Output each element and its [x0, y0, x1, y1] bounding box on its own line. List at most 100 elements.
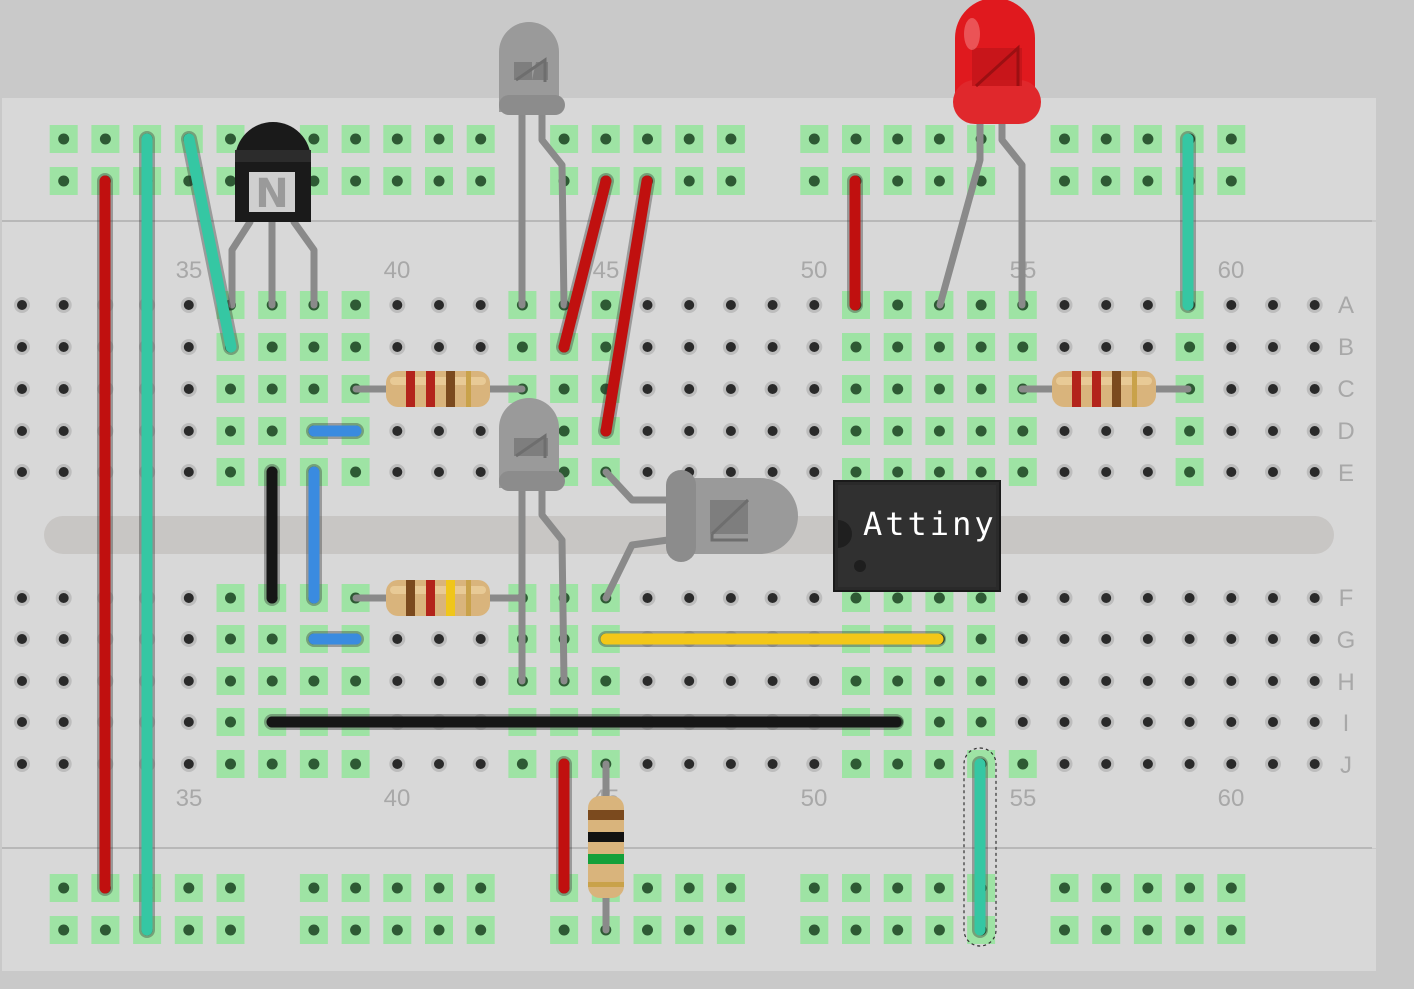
terminal-hole — [767, 300, 778, 310]
rail-hole — [808, 133, 820, 145]
resistor-r3[interactable] — [386, 580, 490, 616]
terminal-hole — [58, 342, 69, 352]
row-label: E — [1338, 460, 1354, 487]
terminal-hole — [850, 592, 862, 604]
terminal-hole — [434, 300, 444, 310]
rail-hole — [725, 175, 737, 187]
rail-hole — [58, 133, 70, 145]
npn-transistor[interactable]: N — [235, 122, 311, 222]
rail-hole — [183, 924, 195, 936]
terminal-hole — [809, 593, 820, 603]
rail-hole — [683, 175, 695, 187]
terminal-hole — [850, 675, 862, 687]
terminal-hole — [600, 341, 612, 353]
rail-hole — [308, 133, 320, 145]
resistor-band — [406, 371, 415, 407]
terminal-hole — [17, 759, 27, 769]
terminal-hole — [975, 633, 987, 645]
resistor-band — [1092, 371, 1101, 407]
terminal-hole — [1017, 341, 1029, 353]
rail-hole — [808, 175, 820, 187]
terminal-hole — [1309, 717, 1320, 727]
rail-hole — [933, 882, 945, 894]
terminal-hole — [892, 466, 904, 478]
terminal-hole — [892, 383, 904, 395]
grey-led-top[interactable] — [499, 22, 565, 115]
terminal-hole — [350, 341, 362, 353]
transistor-flat — [235, 150, 311, 162]
transistor-badge — [249, 172, 295, 212]
column-label: 50 — [801, 257, 828, 284]
rail-hole — [1225, 175, 1237, 187]
terminal-hole — [1268, 676, 1278, 686]
terminal-hole — [475, 467, 486, 477]
terminal-hole — [1101, 634, 1112, 644]
terminal-hole — [933, 425, 945, 437]
resistor-band — [588, 810, 624, 820]
leds — [499, 0, 1041, 562]
terminal-hole — [266, 633, 278, 645]
terminal-hole — [1142, 300, 1153, 310]
terminal-hole — [516, 758, 528, 770]
attiny-ic[interactable]: Attiny — [833, 480, 1001, 592]
terminal-hole — [1226, 426, 1237, 436]
terminal-hole — [725, 676, 736, 686]
grey-led-sideways[interactable] — [666, 470, 798, 562]
terminal-hole — [434, 676, 444, 686]
rail-hole — [850, 924, 862, 936]
ic-notch — [838, 520, 852, 548]
terminal-hole — [684, 300, 695, 310]
terminal-hole — [600, 675, 612, 687]
resistor-tolerance-band — [466, 580, 471, 616]
terminal-hole — [308, 341, 320, 353]
terminal-hole — [1226, 300, 1237, 310]
terminal-hole — [1268, 759, 1278, 769]
grey-led-middle[interactable] — [499, 398, 565, 491]
terminal-hole — [892, 675, 904, 687]
column-label: 50 — [801, 785, 828, 812]
resistor-r4[interactable] — [588, 796, 624, 898]
terminal-hole — [1017, 634, 1028, 644]
terminal-hole — [892, 299, 904, 311]
terminal-hole — [975, 716, 987, 728]
terminal-hole — [475, 676, 486, 686]
rail-hole — [1100, 882, 1112, 894]
terminal-hole — [225, 425, 236, 437]
terminal-hole — [58, 426, 69, 436]
rail-hole — [850, 133, 862, 145]
row-label: C — [1337, 376, 1354, 403]
red-wire — [600, 175, 653, 437]
resistor-r2[interactable] — [1052, 371, 1156, 407]
resistor-r1[interactable] — [386, 371, 490, 407]
red-led[interactable] — [953, 0, 1041, 124]
rail-hole — [642, 133, 653, 145]
terminal-hole — [392, 634, 403, 644]
row-label: B — [1338, 334, 1354, 361]
terminal-hole — [434, 342, 444, 352]
terminal-hole — [642, 426, 653, 436]
top-power-rail-panel — [2, 98, 1376, 220]
terminal-hole — [1184, 341, 1196, 353]
led-lead — [936, 120, 984, 309]
rail-hole — [683, 882, 695, 894]
terminal-hole — [1142, 717, 1153, 727]
terminal-hole — [684, 426, 695, 436]
terminal-hole — [475, 300, 486, 310]
terminal-hole — [809, 426, 820, 436]
column-label: 40 — [384, 785, 411, 812]
resistor-band — [446, 580, 455, 616]
terminal-hole — [933, 592, 945, 604]
terminal-hole — [1309, 342, 1320, 352]
jumper-wires — [97, 131, 1196, 947]
rail-hole — [308, 175, 320, 187]
rail-hole — [1059, 133, 1070, 145]
rail-hole — [1059, 175, 1070, 187]
rail-hole — [433, 175, 445, 187]
terminal-hole — [975, 425, 987, 437]
rail-hole — [99, 924, 111, 936]
rail-hole — [308, 882, 320, 894]
rail-hole — [350, 133, 362, 145]
terminal-hole — [58, 634, 69, 644]
rail-hole — [1142, 882, 1154, 894]
terminal-hole — [308, 758, 320, 770]
